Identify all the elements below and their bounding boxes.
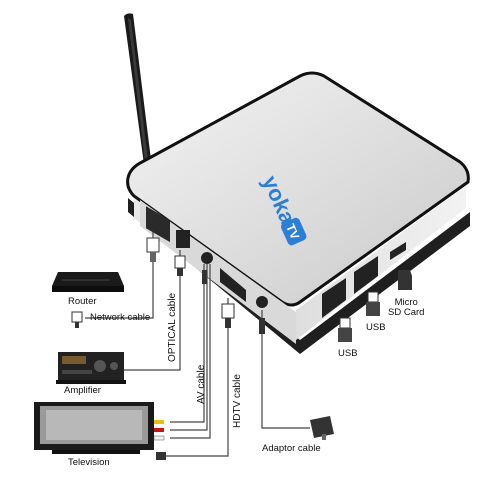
amplifier-label: Amplifier <box>64 385 101 396</box>
amplifier-icon <box>56 352 126 384</box>
hdmi-port <box>220 268 246 302</box>
usb-side-label: USB <box>366 322 386 333</box>
optical-port <box>176 230 190 248</box>
lan-port <box>146 206 170 243</box>
dc-port <box>256 296 268 308</box>
router-icon <box>52 272 124 292</box>
optical-cable-line <box>124 250 181 371</box>
av-plug-icon <box>202 270 207 284</box>
television-icon <box>34 402 154 454</box>
usb-drive-icon-2 <box>366 291 380 316</box>
hdtv-cable-line <box>166 298 229 457</box>
adaptor-cable-label: Adaptor cable <box>262 443 321 454</box>
usb-front-label: USB <box>338 348 358 359</box>
power-adaptor-icon <box>310 416 334 440</box>
network-cable-plug-icon <box>71 311 83 328</box>
cables <box>85 232 310 457</box>
router-label: Router <box>68 296 97 307</box>
ethernet-plug-icon <box>146 237 160 262</box>
optical-cable-label: OPTICAL cable <box>167 292 178 362</box>
network-cable-label: Network cable <box>90 312 151 323</box>
dc-plug-icon <box>259 318 265 334</box>
sd-slot <box>390 242 406 260</box>
usb-port-2 <box>354 256 378 294</box>
av-port <box>201 252 213 264</box>
usb-port-1 <box>322 278 346 318</box>
adaptor-cable-line <box>261 310 310 429</box>
port-panel <box>140 200 296 344</box>
hdtv-cable-label: HDTV cable <box>232 374 243 428</box>
rca-plugs-icon <box>153 420 165 441</box>
av-cable-line-1 <box>170 264 205 423</box>
micro-sd-label-line2: SD Card <box>388 307 425 319</box>
usb-drive-icon <box>338 317 352 342</box>
television-label: Television <box>68 457 110 468</box>
av-cable-label: AV cable <box>196 364 207 404</box>
hdmi-plug-icon <box>221 303 235 328</box>
micro-sd-card-icon <box>398 270 412 290</box>
hdmi-tv-plug-icon <box>156 452 166 460</box>
micro-sd-label-line1: Micro <box>394 297 418 308</box>
side-port-panel <box>322 242 406 318</box>
optical-plug-icon <box>174 255 186 276</box>
micro-sd-label: Micro SD Card <box>388 297 425 319</box>
brand-logo-mark: TV <box>283 222 302 242</box>
